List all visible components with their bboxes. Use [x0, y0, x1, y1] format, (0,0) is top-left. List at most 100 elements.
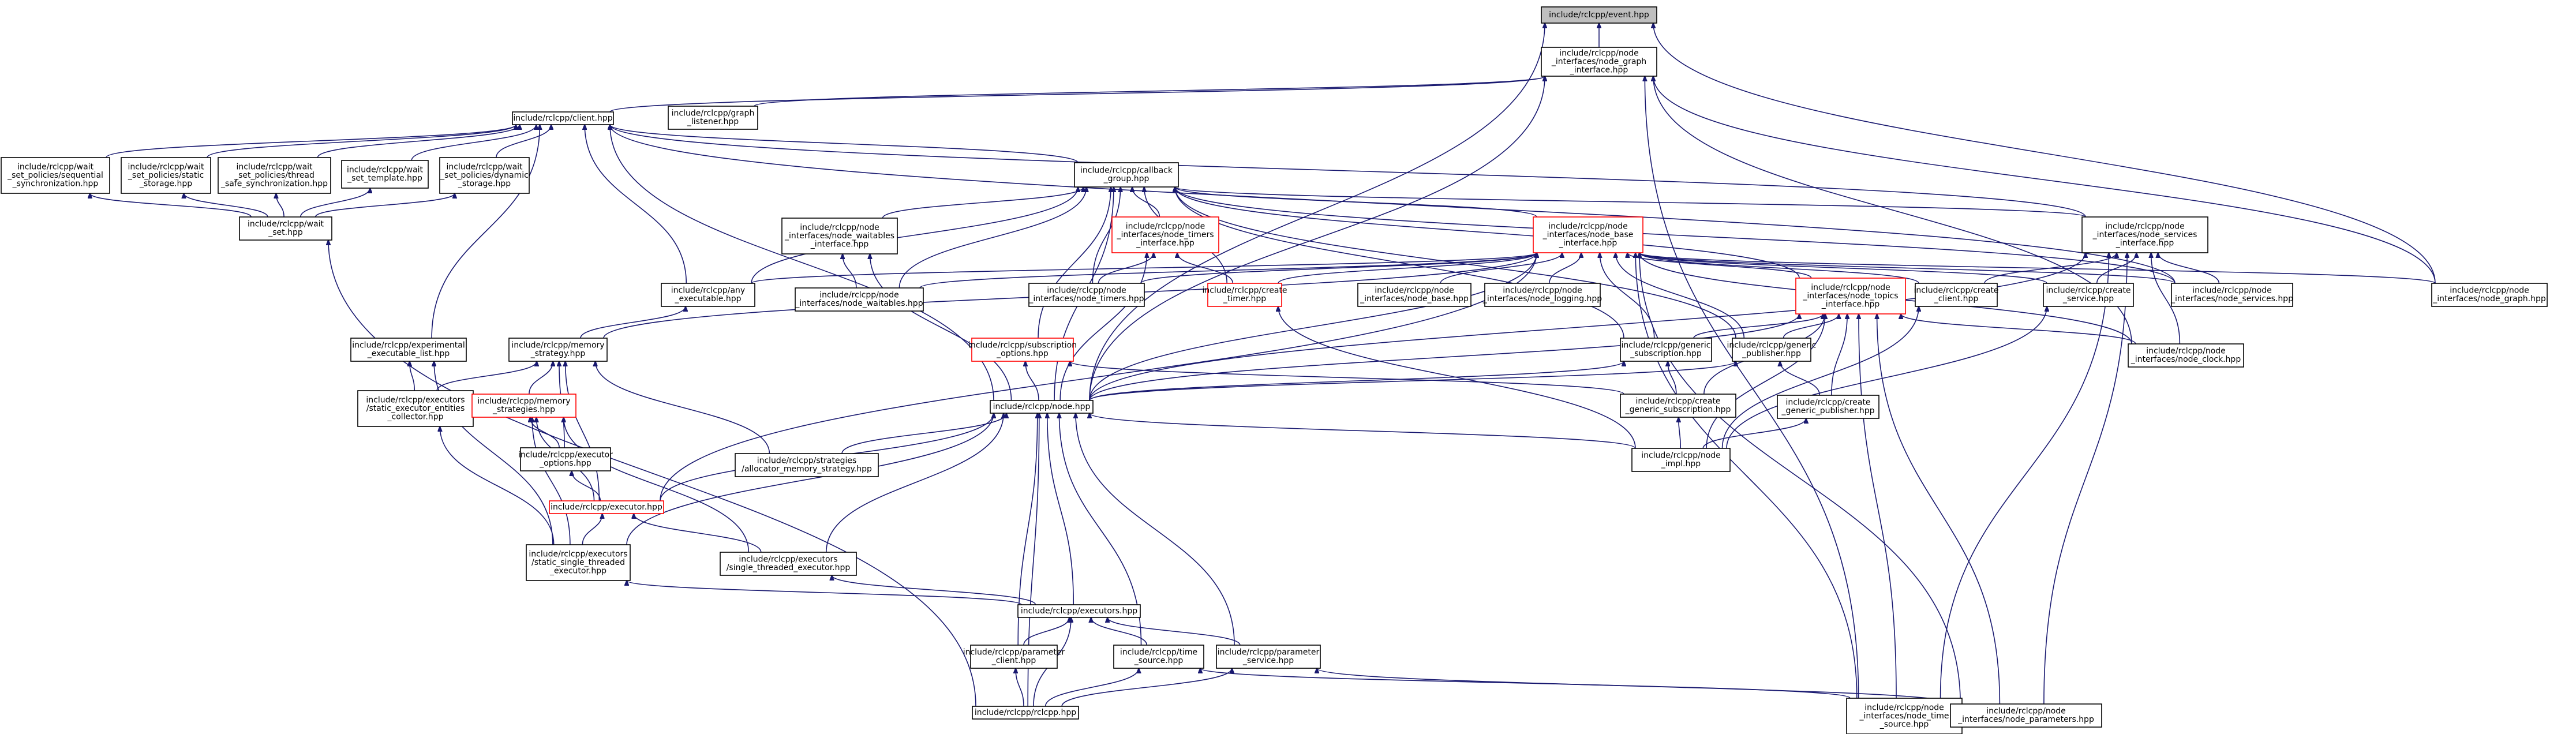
graph-node-node-time-source[interactable]: include/rclcpp/node_interfaces/node_time… [1846, 698, 1963, 734]
node-label-line: include/rclcpp/create [1202, 286, 1287, 295]
graph-node-executor-options[interactable]: include/rclcpp/executor_options.hpp [518, 447, 613, 471]
graph-node-parameter-service[interactable]: include/rclcpp/parameter_service.hpp [1216, 645, 1321, 669]
graph-node-create-generic-publisher[interactable]: include/rclcpp/create_generic_publisher.… [1777, 395, 1879, 419]
node-box [2171, 283, 2293, 307]
edge-create-generic-publisher-to-node-topics-interface [1831, 314, 1847, 396]
graph-node-parameter-client[interactable]: include/rclcpp/parameter_client.hpp [963, 645, 1065, 669]
node-label-line: _set_policies/static [128, 171, 204, 180]
graph-node-callback-group[interactable]: include/rclcpp/callback_group.hpp [1074, 162, 1179, 188]
edge-time-source-to-node [1059, 413, 1142, 646]
graph-node-node-clock[interactable]: include/rclcpp/node_interfaces/node_cloc… [2128, 343, 2244, 368]
graph-node-event[interactable]: include/rclcpp/event.hpp [1541, 6, 1657, 24]
graph-node-static-single-threaded[interactable]: include/rclcpp/executors/static_single_t… [526, 544, 631, 581]
graph-node-wait-set-template[interactable]: include/rclcpp/wait_set_template.hpp [341, 160, 429, 189]
node-label-line: include/rclcpp/create [1785, 398, 1870, 407]
graph-node-create-service[interactable]: include/rclcpp/create_service.hpp [2043, 283, 2134, 307]
graph-node-experimental-executable-list[interactable]: include/rclcpp/experimental_executable_l… [350, 338, 467, 362]
node-label-line: _synchronization.hpp [12, 179, 99, 188]
graph-node-memory-strategies[interactable]: include/rclcpp/memory_strategies.hpp [471, 394, 576, 418]
node-label-line: _interfaces/node_base [1542, 230, 1634, 239]
graph-node-node[interactable]: include/rclcpp/node.hpp [990, 400, 1094, 414]
graph-node-node-base-interface[interactable]: include/rclcpp/node_interfaces/node_base… [1533, 216, 1643, 253]
node-box [2431, 283, 2548, 307]
node-box [350, 338, 467, 362]
edge-parameter-service-to-executors [1107, 617, 1241, 646]
edge-node-impl-to-node-topics-interface [1706, 314, 1825, 449]
node-box [526, 544, 631, 581]
node-label-line: include/rclcpp/node [2146, 347, 2226, 356]
graph-node-generic-publisher[interactable]: include/rclcpp/generic_publisher.hpp [1727, 338, 1817, 362]
node-label-line: include/rclcpp/generic [1622, 341, 1711, 350]
graph-node-subscription-options[interactable]: include/rclcpp/subscription_options.hpp [968, 338, 1077, 362]
node-label-line: _interface.hpp [1570, 65, 1628, 74]
node-label-line: include/rclcpp/executors [366, 395, 465, 405]
graph-node-node-parameters[interactable]: include/rclcpp/node_interfaces/node_para… [1950, 703, 2102, 728]
graph-node-executor[interactable]: include/rclcpp/executor.hpp [549, 500, 664, 514]
graph-node-node-graph[interactable]: include/rclcpp/node_interfaces/node_grap… [2431, 283, 2548, 307]
graph-node-single-threaded[interactable]: include/rclcpp/executors/single_threaded… [720, 552, 857, 576]
edge-ws-static-to-client [207, 125, 516, 158]
edge-node-to-node-services-interface [1089, 253, 2085, 401]
graph-node-memory-strategy[interactable]: include/rclcpp/memory_strategy.hpp [508, 338, 608, 362]
graph-node-ws-sequential[interactable]: include/rclcpp/wait_set_policies/sequent… [1, 157, 110, 194]
node-label-line: include/rclcpp/executor [518, 451, 613, 460]
edge-create-timer-to-node-timers-interface [1177, 253, 1234, 284]
node-box [549, 500, 664, 514]
graph-node-executors[interactable]: include/rclcpp/executors.hpp [1017, 604, 1141, 618]
edge-generic-publisher-to-node-topics-interface [1783, 314, 1839, 339]
graph-node-allocator-memory-strategy[interactable]: include/rclcpp/strategies/allocator_memo… [735, 453, 879, 477]
node-label-line: _subscription.hpp [1630, 349, 1702, 358]
graph-node-client[interactable]: include/rclcpp/client.hpp [512, 111, 614, 125]
node-box [781, 218, 898, 254]
graph-node-node-impl[interactable]: include/rclcpp/node_impl.hpp [1631, 448, 1731, 472]
graph-node-static-executor-entities[interactable]: include/rclcpp/executors/static_executor… [357, 390, 474, 427]
node-label-line: _group.hpp [1103, 174, 1150, 184]
graph-node-generic-subscription[interactable]: include/rclcpp/generic_subscription.hpp [1620, 338, 1712, 362]
node-label-line: include/rclcpp/wait [446, 162, 523, 171]
node-label-line: include/rclcpp/strategies [757, 456, 857, 466]
edge-create-generic-subscription-to-subscription-options [1070, 361, 1624, 395]
graph-node-node-waitables[interactable]: include/rclcpp/node_interfaces/node_wait… [795, 287, 924, 312]
graph-node-node-logging[interactable]: include/rclcpp/node_interfaces/node_logg… [1482, 283, 1602, 307]
edge-node-base-to-node-base-interface [1440, 253, 1562, 284]
graph-node-node-services-interface[interactable]: include/rclcpp/node_interfaces/node_serv… [2081, 216, 2208, 253]
graph-node-node-topics-interface[interactable]: include/rclcpp/node_interfaces/node_topi… [1795, 278, 1906, 314]
graph-node-wait-set[interactable]: include/rclcpp/wait_set.hpp [239, 216, 332, 241]
node-label-line: include/rclcpp/experimental [352, 341, 465, 350]
graph-node-node-graph-interface[interactable]: include/rclcpp/node_interfaces/node_grap… [1541, 47, 1657, 77]
node-box [239, 216, 332, 241]
graph-node-ws-thread-safe[interactable]: include/rclcpp/wait_set_policies/thread_… [218, 157, 331, 194]
edge-allocator-memory-strategy-to-memory-strategy [596, 361, 770, 454]
edge-any-executable-to-client [585, 125, 687, 284]
graph-node-time-source[interactable]: include/rclcpp/time_source.hpp [1113, 645, 1204, 669]
graph-node-node-waitables-interface[interactable]: include/rclcpp/node_interfaces/node_wait… [781, 218, 898, 254]
graph-node-create-client[interactable]: include/rclcpp/create_client.hpp [1914, 283, 1999, 307]
edge-single-threaded-to-memory-strategies [564, 417, 750, 553]
graph-node-create-timer[interactable]: include/rclcpp/create_timer.hpp [1202, 283, 1287, 307]
graph-node-node-base[interactable]: include/rclcpp/node_interfaces/node_base… [1357, 283, 1472, 307]
graph-node-ws-dynamic[interactable]: include/rclcpp/wait_set_policies/dynamic… [439, 157, 530, 194]
node-label-line: include/rclcpp/graph [672, 109, 755, 118]
edge-node-impl-to-create-generic-subscription [1679, 417, 1682, 449]
edge-node-services-interface-to-client [610, 125, 2086, 218]
edge-node-timers-interface-to-callback-group [1132, 187, 1160, 218]
node-box [1028, 283, 1145, 307]
edge-node-to-client [610, 125, 994, 401]
node-box [1017, 604, 1141, 618]
graph-node-create-generic-subscription[interactable]: include/rclcpp/create_generic_subscripti… [1620, 394, 1736, 418]
node-box [1484, 283, 1601, 307]
graph-node-graph-listener[interactable]: include/rclcpp/graph_listener.hpp [668, 106, 758, 130]
graph-node-ws-static[interactable]: include/rclcpp/wait_set_policies/static_… [121, 157, 211, 194]
edge-executors-to-static-single-threaded [627, 581, 1022, 605]
graph-node-any-executable[interactable]: include/rclcpp/any_executable.hpp [661, 283, 755, 307]
node-label-line: include/rclcpp/memory [477, 397, 570, 406]
edge-node-to-node-waitables-interface [870, 254, 1012, 401]
node-label-line: include/rclcpp/create [1914, 286, 1998, 295]
graph-node-node-timers[interactable]: include/rclcpp/node_interfaces/node_time… [1028, 283, 1145, 307]
node-label-line: _generic_subscription.hpp [1625, 405, 1731, 414]
graph-node-rclcpp[interactable]: include/rclcpp/rclcpp.hpp [972, 706, 1079, 720]
node-box [1207, 283, 1282, 307]
edge-generic-publisher-to-node-base-interface [1616, 253, 1745, 339]
graph-node-node-services[interactable]: include/rclcpp/node_interfaces/node_serv… [2170, 283, 2293, 307]
graph-node-node-timers-interface[interactable]: include/rclcpp/node_interfaces/node_time… [1111, 216, 1219, 253]
